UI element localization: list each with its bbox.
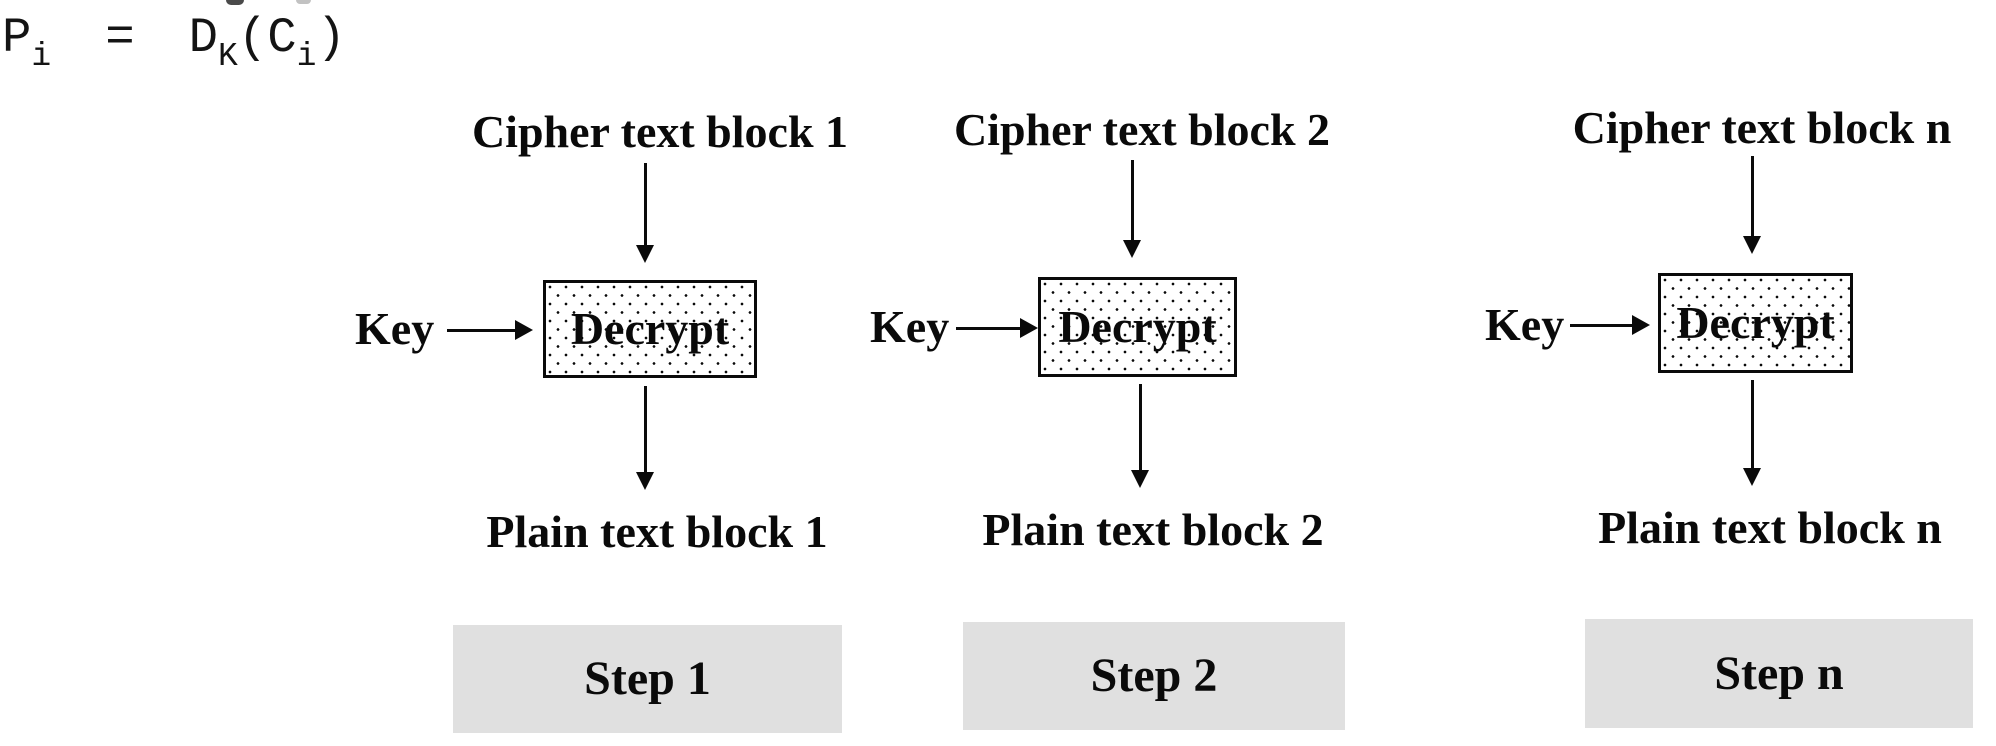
arrow-down-plain-2-icon xyxy=(1131,384,1150,488)
plain-label-1: Plain text block 1 xyxy=(486,506,828,557)
arrow-key-2-icon xyxy=(956,318,1038,338)
arrow-key-1-icon xyxy=(447,320,533,340)
key-label-n: Key xyxy=(1485,299,1565,350)
step-box-1: Step 1 xyxy=(453,625,842,733)
decrypt-label-2: Decrypt xyxy=(1058,301,1217,352)
key-label-1: Key xyxy=(355,303,435,354)
cipher-label-1: Cipher text block 1 xyxy=(471,106,849,157)
step-label-1: Step 1 xyxy=(584,652,711,705)
decrypt-label-n: Decrypt xyxy=(1676,297,1835,348)
decryption-formula: Pi=DK(Ci) xyxy=(2,10,346,75)
cipher-label-n: Cipher text block n xyxy=(1572,102,1952,153)
cropped-text-artifact xyxy=(296,0,311,4)
arrow-down-cipher-2-icon xyxy=(1123,160,1142,258)
decrypt-box-2: Decrypt xyxy=(1038,277,1237,377)
decrypt-label-1: Decrypt xyxy=(570,303,730,354)
plain-label-2: Plain text block 2 xyxy=(982,504,1324,555)
step-box-2: Step 2 xyxy=(963,622,1345,730)
plain-label-n: Plain text block n xyxy=(1598,502,1942,553)
step-label-n: Step n xyxy=(1714,646,1844,700)
arrow-down-plain-1-icon xyxy=(636,386,655,490)
cropped-text-artifact xyxy=(226,0,244,5)
formula-lhs: P xyxy=(2,10,32,66)
formula-arg-close: ) xyxy=(316,10,346,66)
cipher-label-2: Cipher text block 2 xyxy=(953,104,1331,155)
step-box-n: Step n xyxy=(1585,619,1973,728)
arrow-down-cipher-1-icon xyxy=(636,163,655,263)
formula-equals: = xyxy=(105,10,135,66)
formula-lhs-subscript: i xyxy=(31,38,52,75)
formula-arg-subscript: i xyxy=(296,38,317,75)
formula-function-subscript: K xyxy=(218,38,238,75)
formula-arg-open: (C xyxy=(237,10,297,66)
key-label-2: Key xyxy=(870,301,950,352)
formula-function: D xyxy=(188,10,219,66)
arrow-down-cipher-n-icon xyxy=(1743,156,1762,254)
arrow-key-n-icon xyxy=(1570,315,1650,335)
step-label-2: Step 2 xyxy=(1090,649,1218,702)
decrypt-box-1: Decrypt xyxy=(543,280,757,378)
decrypt-box-n: Decrypt xyxy=(1658,273,1853,373)
arrow-down-plain-n-icon xyxy=(1743,380,1762,486)
